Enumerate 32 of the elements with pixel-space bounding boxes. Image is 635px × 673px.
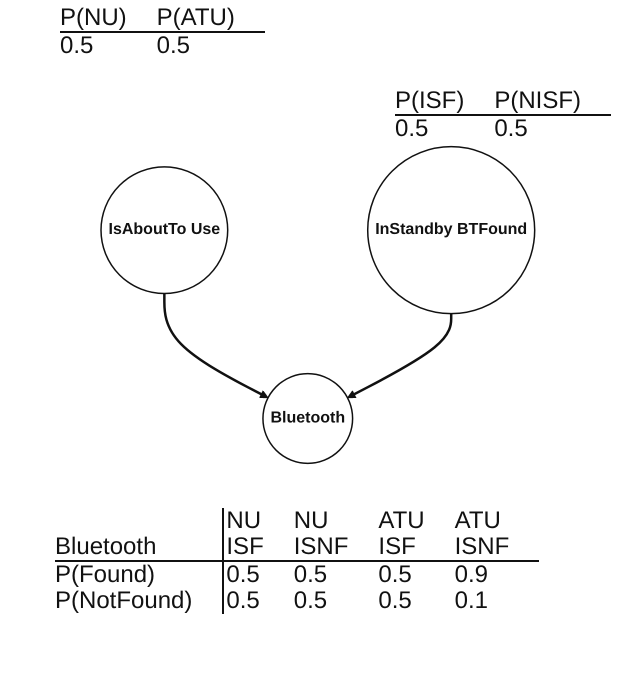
- node-circle: IsAboutTo Use: [100, 166, 228, 294]
- node-circle: InStandby BTFound: [366, 146, 536, 314]
- probability-value: 0.5: [378, 588, 412, 614]
- arrow: [346, 314, 452, 398]
- table-header: 0.5: [395, 116, 428, 142]
- table-header: ISNF: [454, 534, 510, 560]
- table-header: P(ATU): [156, 5, 235, 31]
- table-header: P(Found): [55, 562, 156, 588]
- table-header: ISNF: [294, 534, 348, 560]
- table-header: ATU: [378, 508, 425, 534]
- probability-value: 0.5: [378, 562, 412, 588]
- probability-value: 0.1: [454, 588, 488, 614]
- table-header: ISF: [226, 534, 264, 560]
- table-header: NU: [226, 508, 262, 534]
- probability-value: 0.5: [226, 588, 260, 614]
- probability-value: 0.5: [294, 562, 328, 588]
- table-header: P(NU): [60, 5, 127, 31]
- table-header: Bluetooth: [55, 534, 156, 560]
- table-header: ATU: [454, 508, 501, 534]
- probability-value: 0.5: [226, 562, 260, 588]
- table-header: ISF: [378, 534, 416, 560]
- table-header: P(ISF): [395, 88, 464, 114]
- table-header: 0.5: [60, 33, 94, 59]
- probability-value: 0.5: [494, 116, 528, 142]
- arrow: [162, 294, 268, 398]
- table-header: P(NISF): [494, 88, 581, 114]
- probability-value: 0.5: [156, 33, 190, 59]
- probability-value: 0.5: [294, 588, 328, 614]
- table-header: NU: [294, 508, 328, 534]
- probability-value: 0.9: [454, 562, 488, 588]
- table-header: P(NotFound): [55, 588, 192, 614]
- node-circle: Bluetooth: [262, 372, 353, 464]
